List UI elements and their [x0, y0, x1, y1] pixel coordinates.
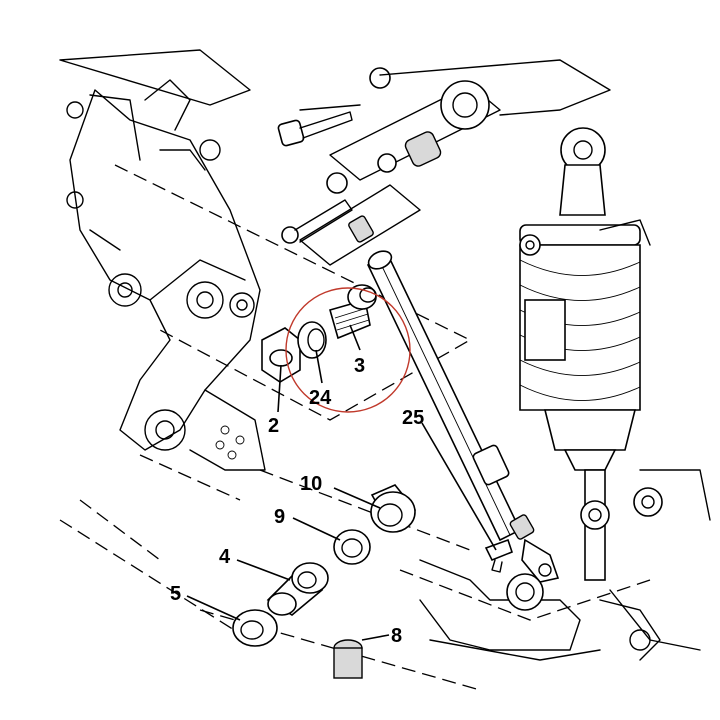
callouts: 2 3 24 25 10 9 4 5 8 — [170, 355, 424, 647]
callout-2: 2 — [268, 415, 279, 437]
part-8-bushing — [333, 639, 363, 679]
part-24-collar — [297, 321, 327, 359]
callout-10: 10 — [300, 473, 322, 495]
frame-outline — [59, 49, 651, 691]
callout-25: 25 — [402, 407, 424, 429]
part-4-sleeve — [266, 562, 329, 616]
leader-lines — [186, 324, 497, 641]
lower-linkage-arm — [419, 559, 661, 661]
part-9-ring — [333, 529, 371, 565]
highlight-circle — [285, 287, 411, 413]
part-10-bushing — [370, 484, 417, 533]
callout-5: 5 — [170, 583, 181, 605]
part-25-clip — [484, 538, 513, 573]
callout-9: 9 — [274, 506, 285, 528]
part-5-spacer — [232, 609, 278, 647]
part-3-bolt — [329, 284, 377, 340]
callout-8: 8 — [391, 625, 402, 647]
callout-3: 3 — [354, 355, 365, 377]
callout-4: 4 — [219, 546, 231, 568]
upper-linkage — [277, 59, 611, 266]
shock-absorber — [519, 127, 711, 651]
callout-24: 24 — [309, 387, 332, 409]
footrest-bracket — [66, 79, 266, 471]
